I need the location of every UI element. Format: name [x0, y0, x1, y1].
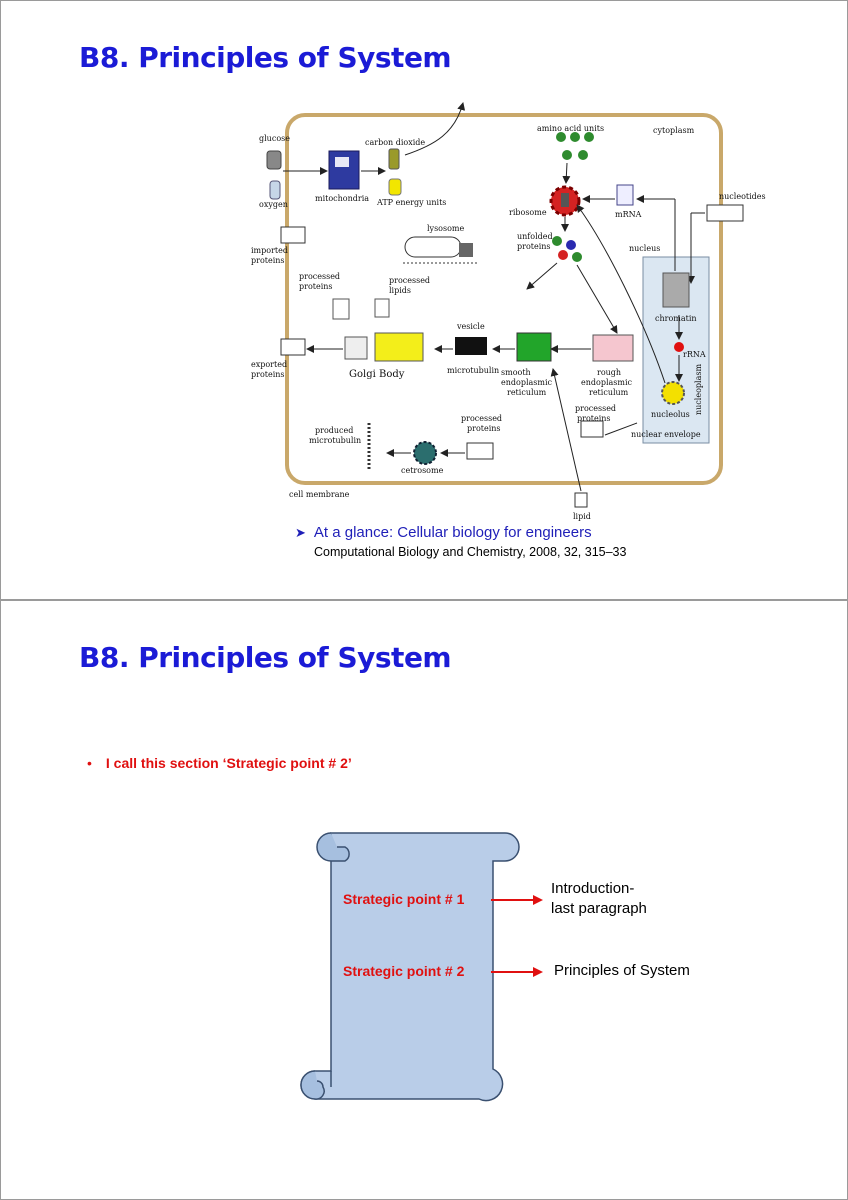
- slide-title: B8. Principles of System: [79, 641, 452, 674]
- label-amino-acid-units: amino acid units: [537, 124, 604, 133]
- label-exported-2: proteins: [251, 370, 285, 379]
- slide-title: B8. Principles of System: [79, 41, 452, 74]
- label-atp: ATP energy units: [376, 198, 446, 207]
- label-mrna: mRNA: [615, 210, 642, 219]
- label-vesicle: vesicle: [456, 322, 485, 331]
- label-exported-1: exported: [251, 360, 287, 369]
- nucleolus-icon: [661, 381, 685, 405]
- smooth-er-icon: [516, 332, 552, 362]
- label-nucleolus: nucleolus: [651, 410, 690, 419]
- target-line-1: Introduction-: [551, 880, 635, 897]
- label-cytoplasm: cytoplasm: [653, 126, 695, 135]
- label-unfolded-1: unfolded: [517, 232, 553, 241]
- strategic-point-2-target: Principles of System: [554, 962, 690, 979]
- atp-icon: [388, 178, 402, 196]
- label-lipid: lipid: [573, 512, 591, 521]
- unfolded-proteins-icon: [552, 236, 582, 262]
- reference-source: Computational Biology and Chemistry, 200…: [314, 545, 627, 559]
- oxygen-icon: [269, 180, 281, 200]
- label-rough-er-3: reticulum: [589, 388, 629, 397]
- label-microtubulin: microtubulin: [447, 366, 499, 375]
- label-processed-proteins-b-1: processed: [575, 404, 616, 413]
- carbon-dioxide-icon: [388, 148, 400, 170]
- rrna-icon: [674, 342, 684, 352]
- label-processed-proteins-2: proteins: [299, 282, 333, 291]
- label-nuclear-envelope: nuclear envelope: [631, 430, 701, 439]
- label-smooth-er-2: endoplasmic: [501, 378, 553, 387]
- label-golgi-body: Golgi Body: [349, 369, 405, 380]
- label-nucleotides: nucleotides: [719, 192, 766, 201]
- bullet-dot-icon: •: [87, 755, 92, 771]
- target-line-2: last paragraph: [551, 900, 647, 917]
- label-processed-proteins-b-2: proteins: [577, 414, 611, 423]
- label-imported-1: imported: [251, 246, 288, 255]
- vesicle-truck-icon: [455, 337, 487, 355]
- label-oxygen: oxygen: [259, 200, 288, 209]
- label-lysosome: lysosome: [427, 224, 465, 233]
- processed-proteins-icon: [332, 298, 350, 320]
- label-processed-lipids-1: processed: [389, 276, 430, 285]
- bullet-item: • I call this section ‘Strategic point # …: [87, 755, 352, 771]
- mrna-icon: [616, 184, 634, 206]
- chromatin-icon: [662, 272, 690, 308]
- cetrosome-icon: [413, 441, 437, 465]
- processed-proteins-bottom-icon: [580, 420, 604, 438]
- reference-title: ➤ At a glance: Cellular biology for engin…: [295, 524, 592, 541]
- lysosome-truck-icon: [404, 236, 462, 258]
- label-cetrosome: cetrosome: [401, 466, 444, 475]
- label-ribosome: ribosome: [509, 208, 547, 217]
- nucleotides-truck-icon: [706, 204, 744, 222]
- bullet-text: I call this section ‘Strategic point # 2…: [105, 755, 352, 771]
- processed-proteins-truck-icon: [466, 442, 494, 460]
- strategic-point-1-target: Introduction- last paragraph: [551, 879, 647, 919]
- exported-proteins-icon: [280, 338, 306, 356]
- arrow-right-icon: [491, 967, 543, 977]
- cell-membrane-outline: [285, 113, 723, 485]
- rough-er-icon: [592, 334, 634, 362]
- label-rough-er-2: endoplasmic: [581, 378, 633, 387]
- slide-1: B8. Principles of System: [0, 0, 848, 600]
- cell-diagram: cytoplasm glucose oxygen mitochondria ca…: [251, 102, 766, 521]
- label-imported-2: proteins: [251, 256, 285, 265]
- amino-acid-icons: [556, 132, 594, 160]
- glucose-icon: [266, 150, 282, 170]
- label-rrna: rRNA: [683, 350, 706, 359]
- label-rough-er-1: rough: [597, 368, 621, 377]
- strategic-point-2-label: Strategic point # 2: [343, 963, 465, 979]
- label-chromatin: chromatin: [655, 314, 697, 323]
- golgi-body-icon: [374, 332, 424, 362]
- label-produced-microtubulin-1: produced: [315, 426, 353, 435]
- label-glucose: glucose: [259, 134, 290, 143]
- label-processed-proteins-1: processed: [299, 272, 340, 281]
- processed-lipids-icon: [374, 298, 390, 318]
- label-nucleoplasm: nucleoplasm: [694, 364, 703, 415]
- slide-2: B8. Principles of System • I call this se…: [0, 600, 848, 1200]
- label-processed-proteins-c-1: processed: [461, 414, 502, 423]
- label-cell-membrane: cell membrane: [289, 490, 350, 499]
- label-processed-lipids-2: lipids: [389, 286, 411, 295]
- label-mitochondria: mitochondria: [315, 194, 369, 203]
- label-smooth-er-3: reticulum: [507, 388, 547, 397]
- lipid-icon: [574, 492, 588, 508]
- arrow-bullet-icon: ➤: [295, 525, 306, 540]
- label-unfolded-2: proteins: [517, 242, 551, 251]
- imported-proteins-icon: [280, 226, 306, 244]
- label-carbon-dioxide: carbon dioxide: [365, 138, 425, 147]
- label-produced-microtubulin-2: microtubulin: [309, 436, 361, 445]
- label-smooth-er-1: smooth: [501, 368, 531, 377]
- arrow-right-icon: [491, 895, 543, 905]
- reference-title-text: At a glance: Cellular biology for engine…: [313, 524, 592, 541]
- label-nucleus: nucleus: [629, 244, 660, 253]
- label-processed-proteins-c-2: proteins: [467, 424, 501, 433]
- mitochondria-icon: [328, 150, 360, 190]
- strategic-point-1-label: Strategic point # 1: [343, 891, 465, 907]
- scroll-shape: [300, 832, 520, 1102]
